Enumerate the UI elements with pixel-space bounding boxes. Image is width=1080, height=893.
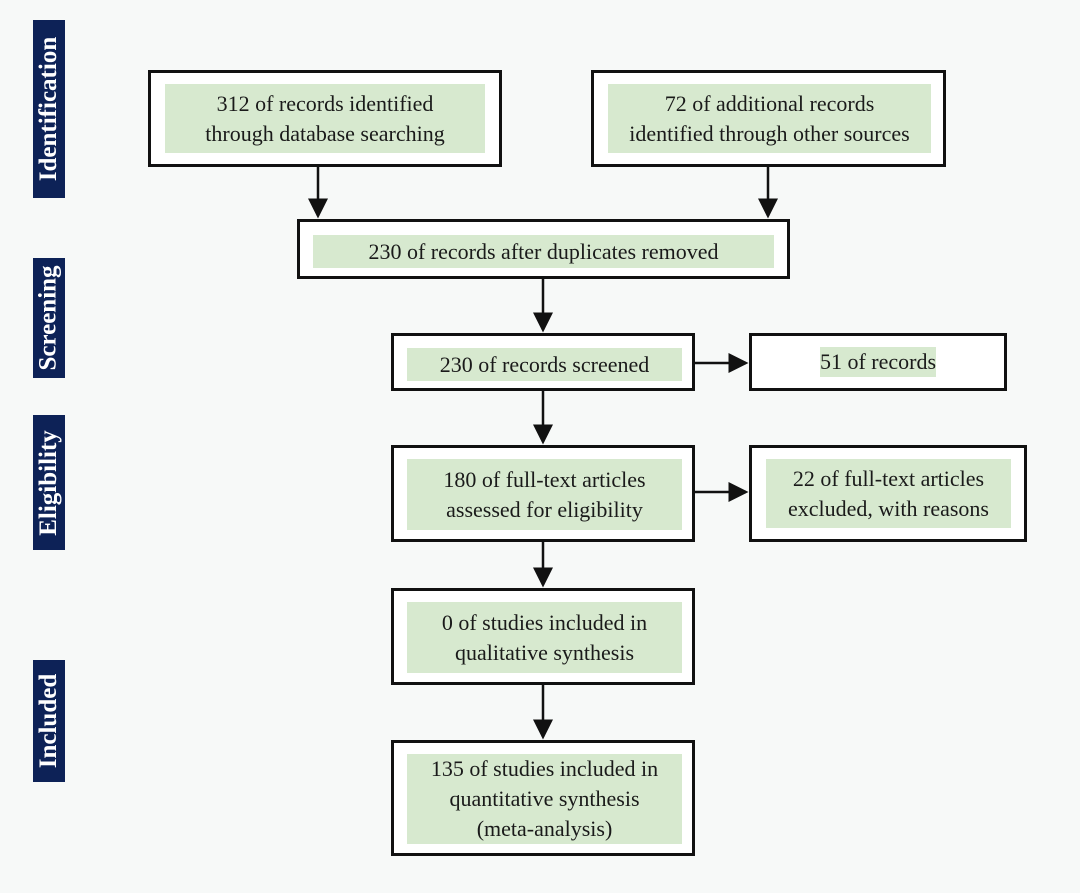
box-qualitative-synthesis: 0 of studies included in qualitative syn… bbox=[391, 588, 695, 685]
box-other-sources-text: 72 of additional records identified thro… bbox=[608, 84, 931, 153]
box-records-excluded: 51 of records bbox=[749, 333, 1007, 391]
box-fulltext-assessed-text: 180 of full-text articles assessed for e… bbox=[407, 459, 682, 530]
phase-eligibility: Eligibility bbox=[33, 415, 65, 550]
phase-screening: Screening bbox=[33, 258, 65, 378]
box-after-duplicates-text: 230 of records after duplicates removed bbox=[313, 235, 774, 268]
box-qualitative-synthesis-text: 0 of studies included in qualitative syn… bbox=[407, 602, 682, 673]
box-database-searching-text: 312 of records identified through databa… bbox=[165, 84, 485, 153]
box-fulltext-excluded-text: 22 of full-text articles excluded, with … bbox=[766, 459, 1011, 528]
box-quantitative-synthesis: 135 of studies included in quantitative … bbox=[391, 740, 695, 856]
phase-identification: Identification bbox=[33, 20, 65, 198]
box-quantitative-synthesis-text: 135 of studies included in quantitative … bbox=[407, 754, 682, 844]
box-records-screened-text: 230 of records screened bbox=[407, 348, 682, 381]
box-records-screened: 230 of records screened bbox=[391, 333, 695, 391]
box-records-excluded-text: 51 of records bbox=[752, 336, 1004, 388]
box-database-searching: 312 of records identified through databa… bbox=[148, 70, 502, 167]
box-other-sources: 72 of additional records identified thro… bbox=[591, 70, 946, 167]
phase-included: Included bbox=[33, 660, 65, 782]
box-fulltext-excluded: 22 of full-text articles excluded, with … bbox=[749, 445, 1027, 542]
box-after-duplicates: 230 of records after duplicates removed bbox=[297, 219, 790, 279]
box-fulltext-assessed: 180 of full-text articles assessed for e… bbox=[391, 445, 695, 542]
